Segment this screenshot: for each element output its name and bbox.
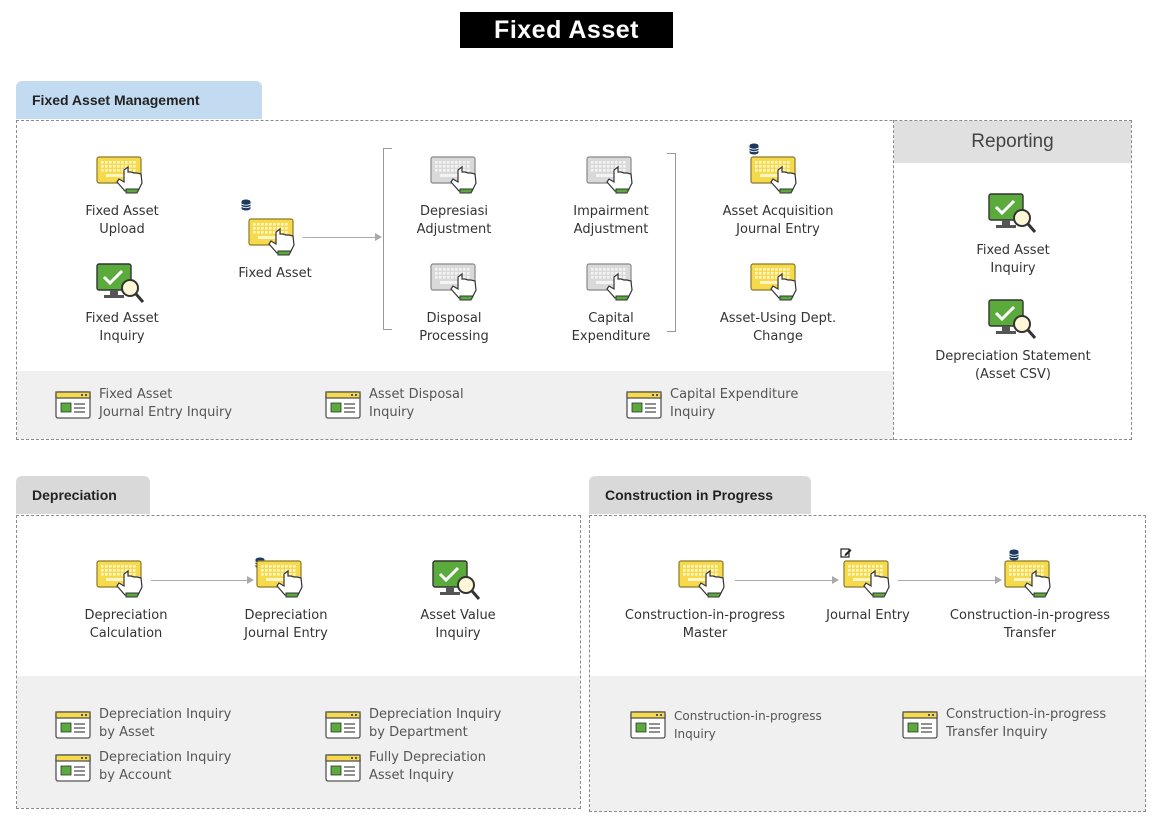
monitor-magnifier-icon[interactable] [432, 560, 482, 608]
keyboard-hand-icon[interactable] [1004, 560, 1060, 602]
monitor-magnifier-icon[interactable] [96, 263, 146, 311]
flow-arrow-head [247, 576, 254, 584]
keyboard-hand-icon[interactable] [586, 263, 642, 305]
bracket-right [667, 153, 676, 332]
tab-fixed-asset-management[interactable]: Fixed Asset Management [16, 81, 262, 119]
fixed-asset-management-panel [16, 120, 1132, 440]
depreciation-statement-label[interactable]: Depreciation Statement(Asset CSV) [935, 349, 1091, 382]
reporting-divider [893, 120, 894, 440]
keyboard-hand-icon[interactable] [750, 156, 806, 198]
window-list-icon[interactable] [55, 711, 91, 743]
asset-using-dept-change-label[interactable]: Asset-Using Dept.Change [719, 311, 837, 344]
database-icon [240, 196, 252, 215]
depreciation-links-area [17, 676, 580, 808]
window-list-icon[interactable] [626, 391, 662, 423]
construction-panel [589, 515, 1146, 812]
window-list-icon[interactable] [902, 711, 938, 743]
bracket-left [383, 148, 392, 330]
page-title: Fixed Asset [460, 12, 673, 48]
monitor-magnifier-icon[interactable] [988, 193, 1038, 241]
keyboard-hand-icon[interactable] [430, 156, 486, 198]
keyboard-hand-icon[interactable] [256, 560, 312, 602]
flow-arrow [151, 580, 247, 581]
tab-depreciation[interactable]: Depreciation [16, 476, 150, 514]
window-list-icon[interactable] [325, 754, 361, 786]
depreciation-panel [16, 515, 581, 809]
window-list-icon[interactable] [325, 391, 361, 423]
fixed-asset-label[interactable]: Fixed Asset [238, 266, 312, 281]
flow-arrow [898, 580, 995, 581]
flow-arrow-head [995, 576, 1002, 584]
window-list-icon[interactable] [55, 754, 91, 786]
flow-arrow-head [832, 576, 839, 584]
keyboard-hand-icon[interactable] [678, 560, 734, 602]
flow-arrow [735, 580, 832, 581]
keyboard-hand-icon[interactable] [586, 156, 642, 198]
edit-icon [840, 544, 852, 563]
construction-links-area [590, 676, 1145, 811]
reporting-header: Reporting [894, 121, 1131, 163]
keyboard-hand-icon[interactable] [96, 156, 152, 198]
keyboard-hand-icon[interactable] [843, 560, 899, 602]
database-icon [748, 140, 760, 159]
database-icon [1008, 546, 1020, 565]
flow-arrow [303, 237, 375, 238]
tab-construction-in-progress[interactable]: Construction in Progress [589, 476, 811, 514]
cip-journal-entry-label[interactable]: Journal Entry [826, 608, 910, 623]
window-list-icon[interactable] [630, 711, 666, 743]
window-list-icon[interactable] [55, 391, 91, 423]
fam-links-area [17, 371, 893, 439]
keyboard-hand-icon[interactable] [430, 263, 486, 305]
keyboard-hand-icon[interactable] [750, 263, 806, 305]
keyboard-hand-icon[interactable] [248, 218, 304, 260]
window-list-icon[interactable] [325, 711, 361, 743]
keyboard-hand-icon[interactable] [96, 560, 152, 602]
monitor-magnifier-icon[interactable] [988, 299, 1038, 347]
flow-arrow-head [375, 233, 382, 241]
